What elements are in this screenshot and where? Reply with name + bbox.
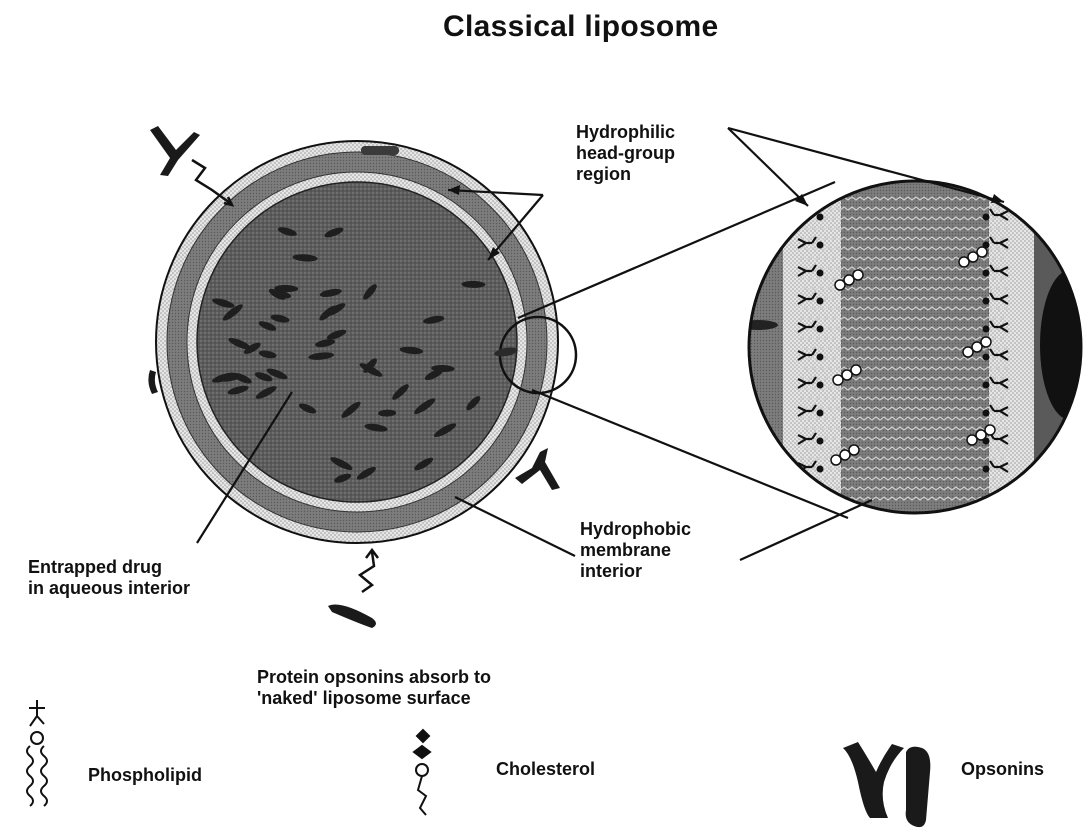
opsonin-rod-icon (906, 747, 931, 827)
opsonin-rod-icon (361, 146, 399, 155)
opsonins-note-label: Protein opsonins absorb to 'naked' lipos… (257, 667, 491, 709)
legend-opsonins-label: Opsonins (961, 759, 1044, 780)
liposome (156, 141, 576, 543)
legend-cholesterol-label: Cholesterol (496, 759, 595, 780)
cholesterol-icon (414, 730, 430, 815)
entrapped-drug-label: Entrapped drug in aqueous interior (28, 557, 190, 599)
opsonins-legend-icon (843, 742, 930, 827)
opsonin-rod-icon (148, 370, 158, 394)
diagram-title: Classical liposome (443, 10, 719, 44)
aqueous-interior (197, 182, 517, 502)
opsonin-rod-icon (328, 605, 376, 629)
opsonin-y-icon (843, 742, 904, 818)
opsonin-y-icon (150, 126, 200, 176)
hydrophilic-label: Hydrophilic head-group region (576, 122, 675, 185)
hydrophobic-label: Hydrophobic membrane interior (580, 519, 691, 582)
magnified-bilayer (738, 170, 1090, 530)
legend-phospholipid-label: Phospholipid (88, 765, 202, 786)
phospholipid-icon (27, 700, 47, 806)
